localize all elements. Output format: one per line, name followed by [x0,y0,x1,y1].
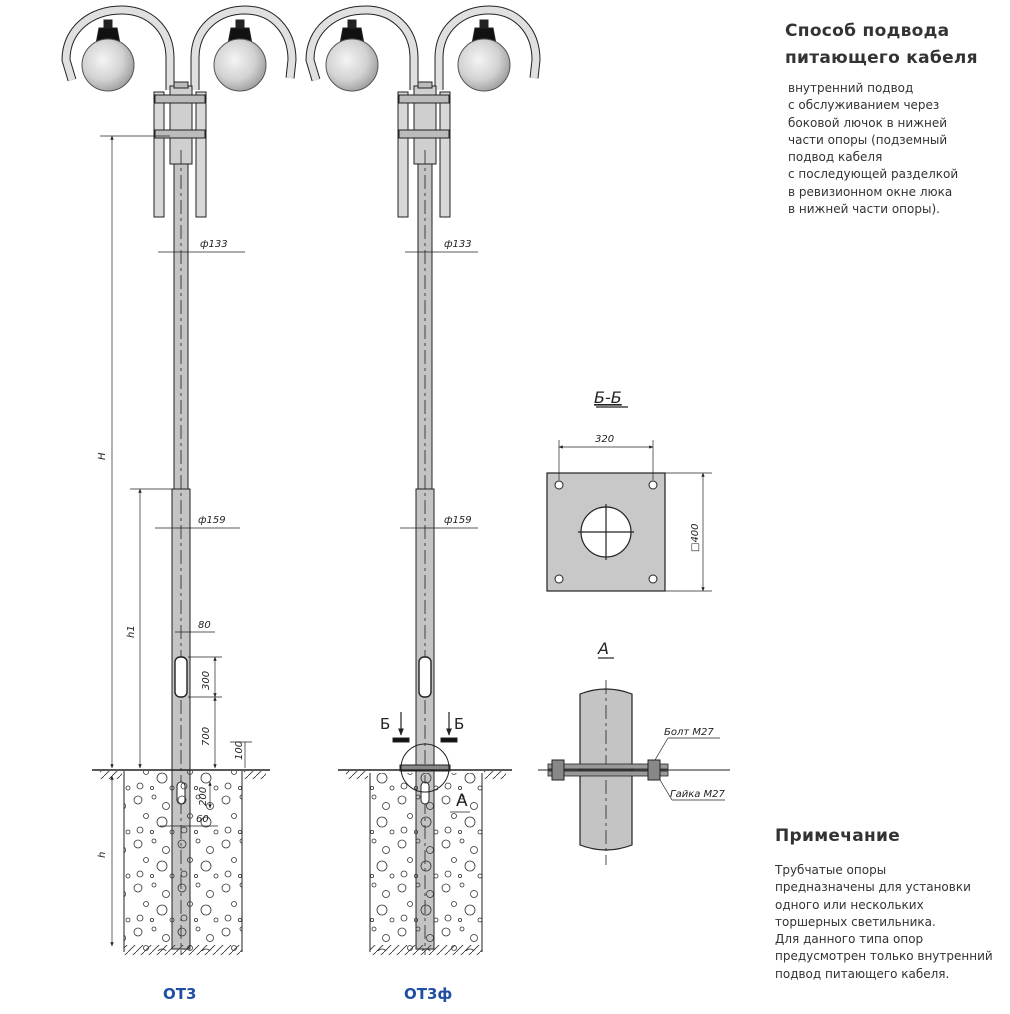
dim-60: 60 [196,814,209,825]
dim-d159-right: ф159 [444,515,472,526]
dim-d133-left: ф133 [200,239,228,250]
section-bb-width: 320 [595,434,614,445]
pole-ot3-dim-labels: ф133 ф159 H h1 h 80 300 700 100 200 60 [97,239,245,858]
section-mark-b-left: Б [380,715,390,733]
section-a: А [538,639,730,865]
cable-desc-line-3: боковой лючок в нижней [788,115,947,130]
section-mark-b-right: Б [454,715,464,733]
callout-nut: Гайка М27 [670,789,726,800]
dim-80: 80 [198,620,211,631]
section-mark-a: А [456,791,468,811]
cable-desc-line-2: с обслуживанием через [788,98,940,113]
note-line-6: предусмотрен только внутренний [775,949,993,964]
note-line-3: одного или нескольких [775,897,924,912]
note-text: Трубчатые опоры предназначены для устано… [775,862,993,983]
section-bb-title: Б-Б [594,388,622,407]
dim-h-upper: H [97,452,108,460]
section-bb-labels: 320 □400 [595,434,701,552]
note-line-7: подвод питающего кабеля. [775,966,950,981]
cable-desc-line-4: части опоры (подземный [788,132,948,147]
pole-ot3f [305,5,541,955]
pole-label-ot3f: ОТ3ф [404,985,453,1003]
dim-100: 100 [234,741,245,760]
cable-title-line-2: питающего кабеля [785,48,978,68]
dim-d133-right: ф133 [444,239,472,250]
dim-300: 300 [201,671,212,690]
dim-d159-left: ф159 [198,515,226,526]
note-line-1: Трубчатые опоры [775,863,887,877]
cable-desc-line-6: с последующей разделкой [788,167,959,182]
pole-label-ot3: ОТ3 [163,985,197,1003]
callout-bolt: Болт М27 [664,727,714,738]
note-line-2: предназначены для установки [775,880,971,895]
dim-h-lower: h [97,852,108,858]
cable-title: Способ подвода питающего кабеля [785,18,978,72]
cable-desc-line-7: в ревизионном окне люка [788,184,953,199]
dim-700: 700 [201,727,212,746]
cable-title-line-1: Способ подвода [785,21,950,41]
dim-h1: h1 [126,625,137,638]
section-bb-side: □400 [690,523,701,552]
note-title: Примечание [775,826,901,846]
pole-ot3f-labels: ф133 ф159 Б Б А [380,239,472,811]
note-line-5: Для данного типа опор [775,932,924,947]
dim-200: 200 [198,787,209,806]
note-line-4: торшерных светильника. [775,914,936,929]
section-bb: Б-Б [546,388,712,592]
section-a-labels: Болт М27 Гайка М27 [664,727,726,800]
pole-ot3 [61,5,297,955]
section-a-title: А [597,639,609,658]
cable-desc-line-5: подвод кабеля [788,150,883,165]
cable-description: внутренний подвод с обслуживанием через … [788,80,958,218]
cable-desc-line-1: внутренний подвод [788,81,914,95]
cable-desc-line-8: в нижней части опоры). [788,202,940,217]
